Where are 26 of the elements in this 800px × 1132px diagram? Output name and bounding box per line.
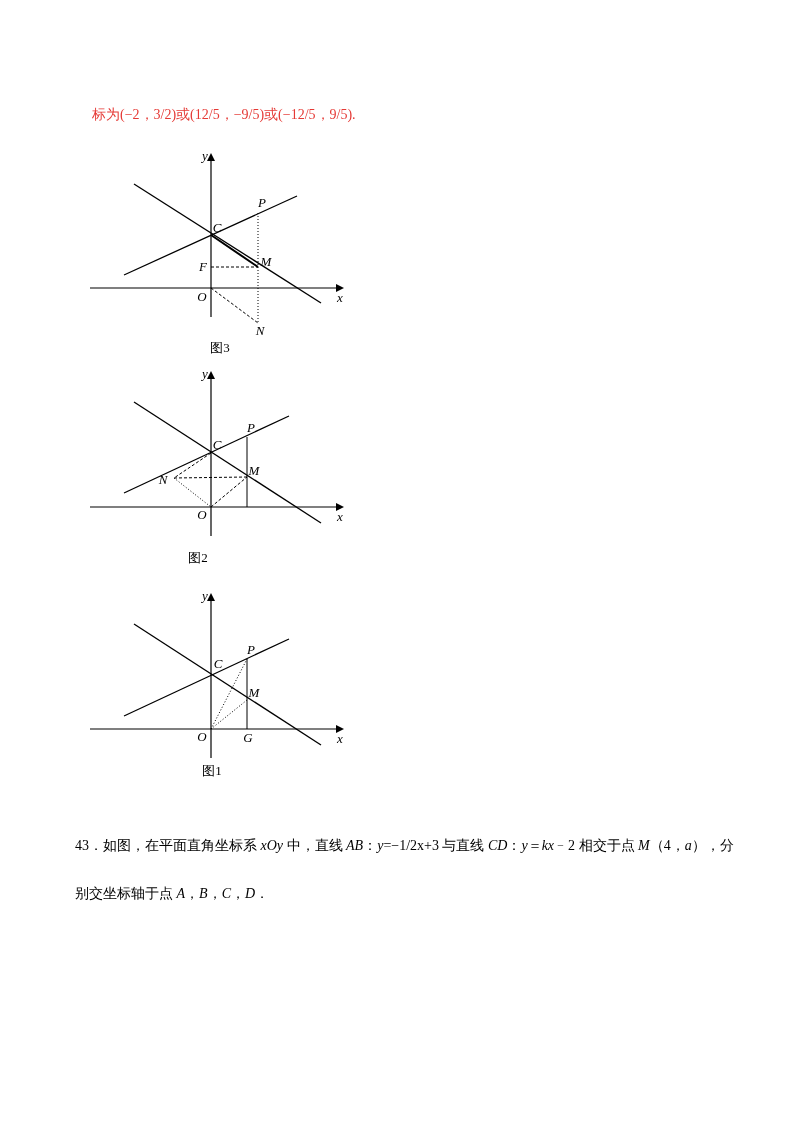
point-label: G <box>243 731 253 745</box>
axis-label: y <box>202 589 208 603</box>
figure-caption: 图3 <box>210 341 230 355</box>
point-label: C <box>212 438 222 452</box>
point-label: C <box>213 657 223 671</box>
point-label: O <box>197 508 207 522</box>
figure-caption: 图2 <box>188 551 208 565</box>
problem-text: 43．如图，在平面直角坐标系 xOy 中，直线 AB：y=−1/2x+3 与直线 CD：y＝kx﹣2 相交于点 M（4，a），分别交坐标轴于点 A，B，C，D． <box>75 837 735 903</box>
point-label: N <box>255 324 265 338</box>
point-label: N <box>158 473 168 487</box>
axis-label: x <box>337 510 343 524</box>
answer-text: 标为(−2，3/2)或(12/5，−9/5)或(−12/5，9/5). <box>92 106 356 124</box>
point-label: M <box>248 464 260 478</box>
axis-label: x <box>337 291 343 305</box>
figure-caption: 图1 <box>202 764 222 778</box>
point-label: O <box>197 290 207 304</box>
axis-label: y <box>202 149 208 163</box>
axis-label: x <box>337 732 343 746</box>
point-label: O <box>197 730 207 744</box>
point-label: P <box>247 643 255 657</box>
point-label: M <box>260 255 272 269</box>
point-label: F <box>199 260 207 274</box>
point-label: M <box>248 686 260 700</box>
point-label: P <box>258 196 266 210</box>
axis-label: y <box>202 367 208 381</box>
point-label: P <box>247 421 255 435</box>
